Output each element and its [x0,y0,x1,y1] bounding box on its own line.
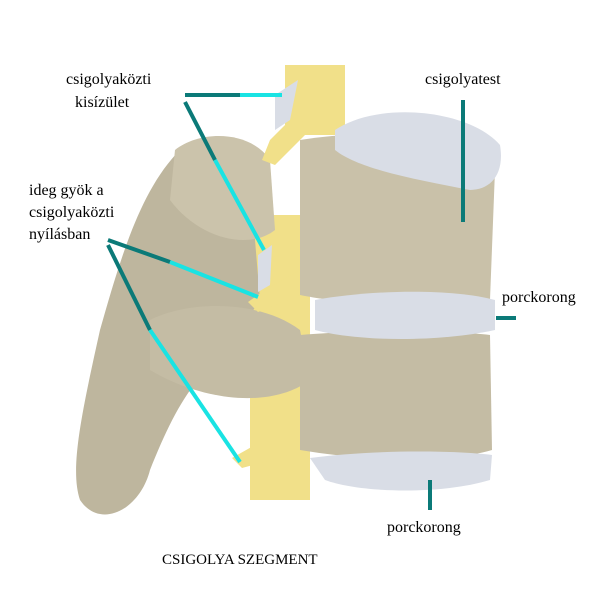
facet-joint-upper [275,80,298,130]
lamina-lower [150,306,310,399]
label-facet-joint-line1: csigolyaközti [66,71,152,88]
label-vertebral-body: csigolyatest [425,71,501,88]
label-nerve-root-line2: csigolyaközti [29,204,115,221]
disc-bottom [310,451,492,491]
label-facet-joint-line2: kisízület [75,94,130,111]
nerve-root-middle [248,270,300,312]
label-nerve-root-line1: ideg gyök a [29,182,104,199]
label-nerve-root-line3: nyílásban [29,226,91,243]
caption: CSIGOLYA SZEGMENT [162,552,318,568]
leader-lines [106,93,516,510]
facet-joint-middle [258,245,272,292]
disc-middle [315,291,495,339]
disc-top [335,112,501,190]
vertebral-body-lower [300,331,492,460]
nerve-root-lower [232,430,290,468]
nerve-root-upper [262,110,305,165]
lamina-upper [170,136,275,240]
label-disc-bottom: porckorong [387,519,461,536]
label-disc-right: porckorong [502,289,576,306]
